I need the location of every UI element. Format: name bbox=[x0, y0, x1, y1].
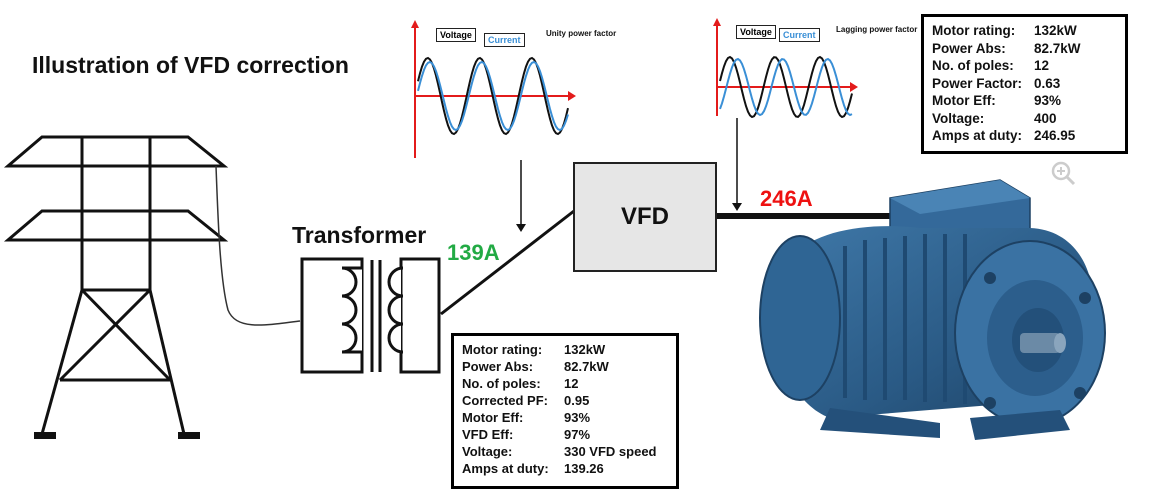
spec-row: No. of poles: 12 bbox=[462, 375, 668, 392]
voltage-tag: Voltage bbox=[736, 25, 776, 39]
spec-row: Voltage: 330 VFD speed bbox=[462, 443, 668, 460]
waveform-title: Unity power factor bbox=[546, 29, 617, 38]
vfd-box: VFD bbox=[573, 162, 717, 272]
amps-out-label: 246A bbox=[760, 186, 813, 211]
voltage-tag: Voltage bbox=[436, 28, 476, 42]
line-transformer-vfd bbox=[440, 209, 575, 316]
waveform-plot bbox=[411, 20, 576, 158]
spec-row: Power Factor: 0.63 bbox=[932, 75, 1117, 93]
spec-row: Power Abs: 82.7kW bbox=[462, 358, 668, 375]
spec-key: No. of poles: bbox=[932, 58, 1014, 73]
spec-key: Power Abs: bbox=[462, 359, 534, 374]
spec-row: Amps at duty: 246.95 bbox=[932, 127, 1117, 145]
spec-value: 82.7kW bbox=[1034, 40, 1081, 56]
spec-key: Amps at duty: bbox=[932, 128, 1023, 143]
spec-key: Motor rating: bbox=[932, 23, 1016, 38]
uncorrected-spec-box: Motor rating: 132kW Power Abs: 82.7kW No. … bbox=[921, 14, 1128, 154]
current-tag: Current bbox=[484, 33, 525, 47]
zoom-in-icon[interactable] bbox=[1050, 160, 1076, 186]
spec-key: Motor rating: bbox=[462, 342, 543, 357]
spec-key: Power Abs: bbox=[932, 40, 1006, 56]
spec-value: 330 VFD speed bbox=[564, 444, 657, 459]
spec-row: Power Abs: 82.7kW bbox=[932, 40, 1117, 58]
spec-value: 132kW bbox=[564, 342, 606, 357]
spec-key: No. of poles: bbox=[462, 376, 541, 391]
spec-key: Power Factor: bbox=[932, 75, 1023, 91]
spec-row: Motor Eff: 93% bbox=[462, 409, 668, 426]
spec-key: Voltage: bbox=[932, 110, 985, 126]
spec-value: 400 bbox=[1034, 110, 1057, 126]
spec-row: No. of poles: 12 bbox=[932, 57, 1117, 75]
spec-value: 246.95 bbox=[1034, 128, 1076, 143]
spec-value: 12 bbox=[1034, 58, 1050, 73]
spec-row: Amps at duty: 139.26 bbox=[462, 460, 668, 477]
page-title: Illustration of VFD correction bbox=[32, 52, 349, 78]
spec-row: Corrected PF: 0.95 bbox=[462, 392, 668, 409]
waveform-plot bbox=[713, 18, 858, 118]
spec-key: Corrected PF: bbox=[462, 393, 548, 408]
spec-value: 0.95 bbox=[564, 393, 590, 408]
amps-in-label: 139A bbox=[447, 240, 500, 265]
pylon-foot-left bbox=[34, 432, 56, 439]
spec-row: Motor rating: 132kW bbox=[462, 341, 668, 358]
spec-row: Motor Eff: 93% bbox=[932, 92, 1117, 110]
spec-value: 82.7kW bbox=[564, 359, 609, 374]
spec-value: 132kW bbox=[1034, 23, 1077, 38]
lagging-pf-waveform: Voltage Current Lagging power factor bbox=[712, 18, 918, 118]
spec-key: VFD Eff: bbox=[462, 427, 514, 442]
transformer-label: Transformer bbox=[292, 222, 427, 248]
spec-row: VFD Eff: 97% bbox=[462, 426, 668, 443]
supply-cable bbox=[215, 165, 301, 326]
transformer-icon bbox=[300, 257, 441, 374]
waveform-title: Lagging power factor bbox=[836, 25, 918, 34]
spec-value: 12 bbox=[564, 376, 579, 391]
spec-key: Amps at duty: bbox=[462, 461, 549, 476]
motor-icon bbox=[759, 179, 1106, 440]
spec-key: Motor Eff: bbox=[932, 93, 996, 108]
spec-value: 97% bbox=[564, 427, 591, 442]
vfd-label: VFD bbox=[621, 203, 669, 230]
spec-key: Motor Eff: bbox=[462, 410, 524, 425]
spec-value: 0.63 bbox=[1034, 75, 1061, 91]
pylon-icon bbox=[3, 135, 229, 435]
pylon-foot-right bbox=[178, 432, 200, 439]
spec-key: Voltage: bbox=[462, 444, 513, 459]
spec-value: 93% bbox=[564, 410, 591, 425]
spec-row: Voltage: 400 bbox=[932, 110, 1117, 128]
current-tag: Current bbox=[779, 28, 820, 42]
corrected-spec-box: Motor rating: 132kW Power Abs: 82.7kW No. … bbox=[451, 333, 679, 489]
spec-value: 139.26 bbox=[564, 461, 604, 476]
spec-row: Motor rating: 132kW bbox=[932, 22, 1117, 40]
unity-pf-waveform: Voltage Current Unity power factor bbox=[410, 20, 630, 160]
spec-value: 93% bbox=[1034, 93, 1062, 108]
